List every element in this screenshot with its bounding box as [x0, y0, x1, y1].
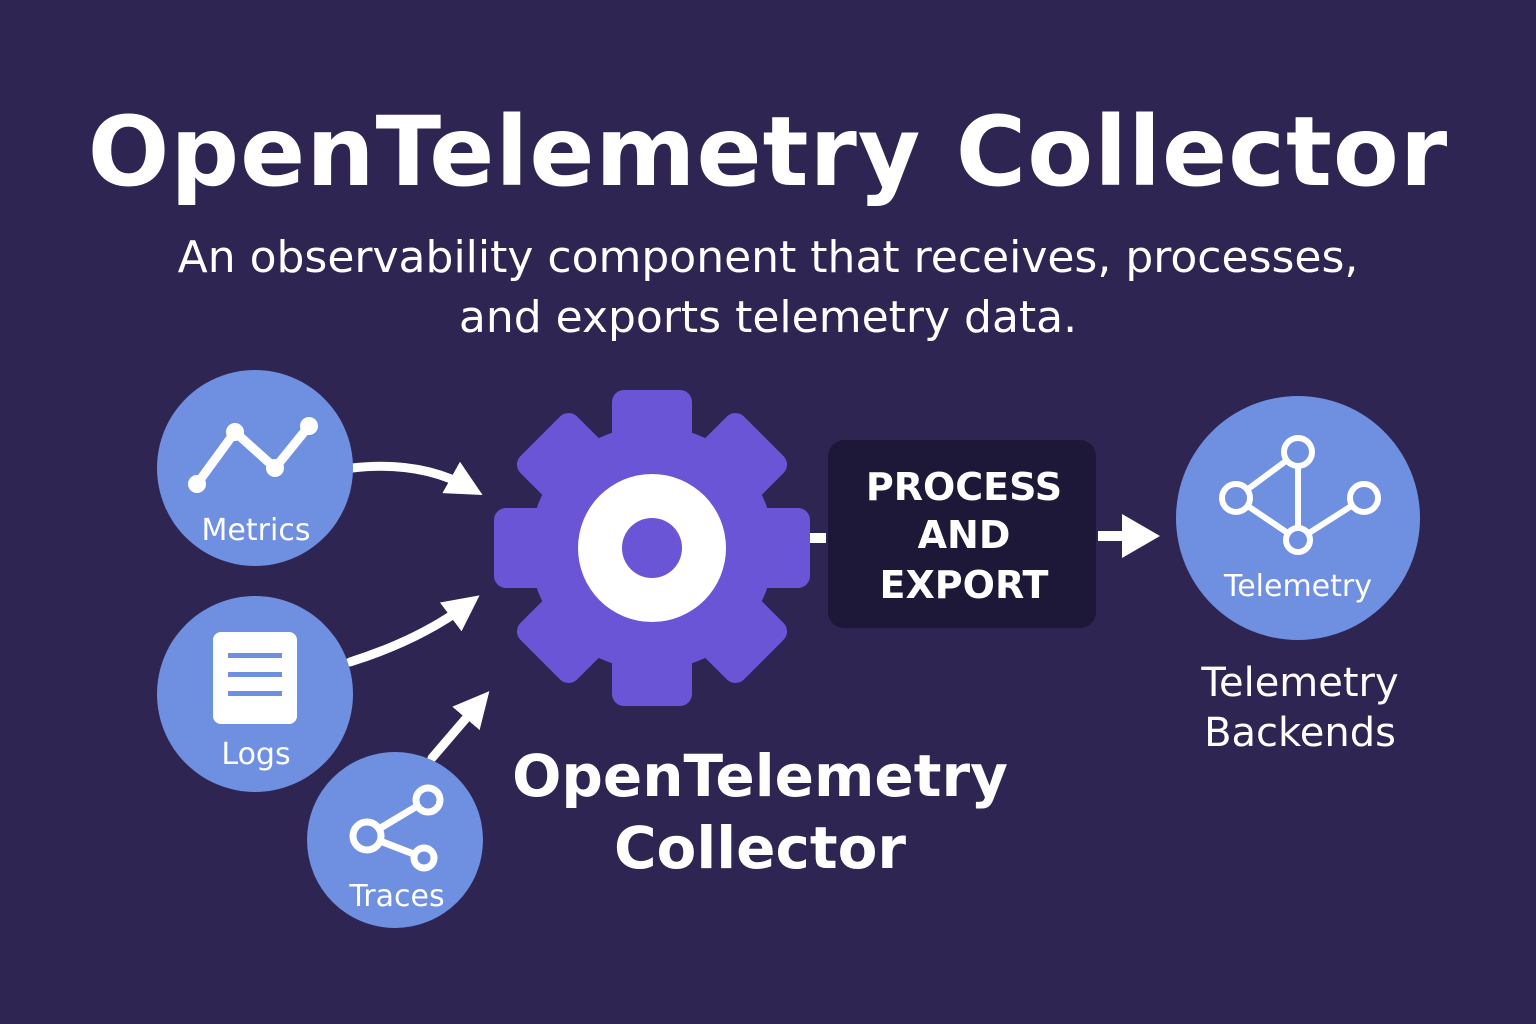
- process-box-line-3: EXPORT: [880, 563, 1049, 607]
- backend-caption: Telemetry Backends: [1140, 658, 1460, 758]
- backend-node: Telemetry: [1176, 396, 1420, 640]
- subtitle-line-1: An observability component that receives…: [177, 232, 1359, 283]
- collector-caption-line-2: Collector: [613, 814, 907, 882]
- metrics-label: Metrics: [202, 513, 311, 548]
- metrics-node: Metrics: [157, 370, 353, 566]
- backend-caption-line-1: Telemetry: [1201, 660, 1399, 706]
- logs-node: Logs: [157, 596, 353, 792]
- arrow-metrics-to-collector: [347, 461, 483, 496]
- arrow-box-to-backend-head: [1122, 514, 1160, 558]
- process-box-line-2: AND: [918, 513, 1011, 557]
- process-box-line-1: PROCESS: [866, 465, 1062, 509]
- network-nodes-icon: [1219, 435, 1381, 555]
- arrow-traces-to-collector: [427, 691, 490, 763]
- arrow-logs-to-collector: [345, 595, 480, 667]
- process-export-box: PROCESS AND EXPORT: [828, 440, 1096, 628]
- backend-caption-line-2: Backends: [1204, 710, 1396, 756]
- gear-icon: [494, 390, 810, 706]
- backend-circle-label: Telemetry: [1223, 569, 1372, 604]
- line-chart-icon: [188, 417, 318, 493]
- traces-node: Traces: [307, 752, 483, 928]
- page-subtitle: An observability component that receives…: [0, 228, 1536, 348]
- page-title: OpenTelemetry Collector: [87, 96, 1449, 208]
- collector-caption: OpenTelemetry Collector: [440, 740, 1080, 884]
- logs-label: Logs: [221, 737, 290, 772]
- subtitle-line-2: and exports telemetry data.: [458, 292, 1078, 343]
- traces-label: Traces: [348, 879, 444, 914]
- collector-caption-line-1: OpenTelemetry: [512, 742, 1008, 810]
- share-nodes-icon: [349, 784, 444, 872]
- document-list-icon: [213, 632, 297, 724]
